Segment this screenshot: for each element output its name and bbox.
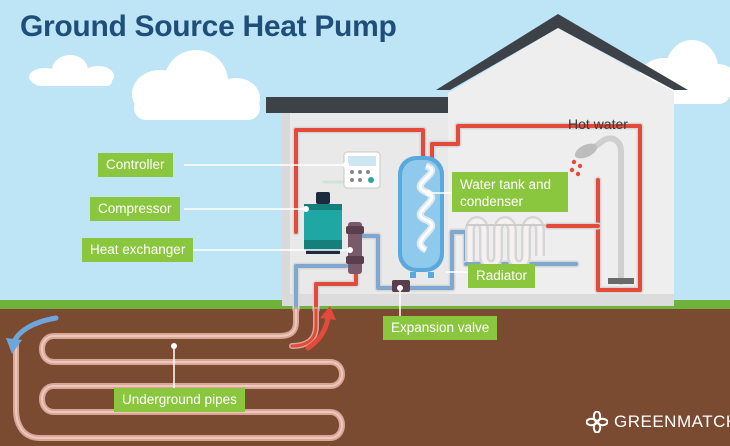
cloud-left (29, 55, 114, 86)
flow-arrow-cold-icon (6, 315, 59, 354)
pipes-hot (292, 122, 644, 314)
water-tank-unit (398, 156, 444, 278)
brand-logo: GREENMATCH (586, 411, 730, 433)
page-title: Ground Source Heat Pump (20, 10, 397, 43)
shower-fixture (569, 135, 634, 285)
label-expansion-valve: Expansion valve (383, 316, 498, 340)
heat-exchanger-unit (346, 222, 364, 274)
ground (0, 306, 730, 446)
label-radiator: Radiator (468, 264, 536, 288)
label-water-tank: Water tank and condenser (452, 172, 568, 212)
house-floor (290, 294, 674, 306)
house-main-roof (436, 14, 688, 90)
greenmatch-logo-icon (586, 411, 608, 433)
radiator-unit (465, 216, 546, 270)
label-hot-water: Hot water (568, 116, 628, 132)
cloud-middle (132, 50, 260, 120)
house-annex-roof (266, 97, 462, 113)
label-heat-exchanger: Heat exchanger (82, 238, 194, 262)
label-underground-pipes: Underground pipes (114, 388, 245, 412)
leader-lines (173, 164, 470, 398)
house-gable (450, 28, 674, 92)
label-compressor: Compressor (90, 197, 180, 221)
shower-head-icon (569, 143, 598, 177)
underground-pipe-loop (13, 307, 345, 441)
label-controller: Controller (98, 153, 173, 177)
brand-name: GREENMATCH (614, 412, 730, 431)
flow-arrow-hot-icon (305, 306, 336, 351)
compressor-unit (304, 192, 342, 254)
controller-device (343, 151, 381, 189)
